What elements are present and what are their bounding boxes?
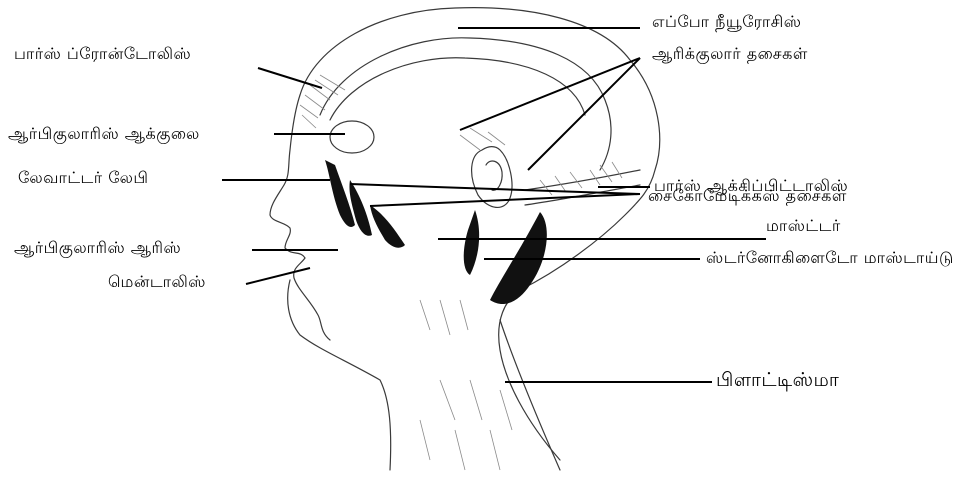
- label-platysma: பிளாட்டிஸ்மா: [716, 370, 839, 390]
- label-mentalis: மென்டாலிஸ்: [108, 272, 206, 292]
- label-epicranial-aponeurosis: எப்போ நீயூரோசிஸ்: [652, 12, 801, 32]
- neck-front: [288, 280, 391, 470]
- face-profile: [270, 95, 330, 340]
- label-zygomaticus: சைகோமேடிக்கஸ் தசைகள்: [648, 186, 847, 206]
- masseter-dark: [370, 205, 405, 248]
- label-sternocleidomastoid: ஸ்டர்னோகிளைடோ மாஸ்டாய்டு: [706, 248, 954, 268]
- masseter-lower-dark: [464, 210, 479, 275]
- label-orbicularis-oculi: ஆர்பிகுலாரிஸ் ஆக்குலை: [8, 124, 200, 144]
- zygomatic-dark: [349, 180, 372, 236]
- label-auricular-muscles: ஆரிக்குலார் தசைகள்: [652, 44, 808, 64]
- neck-back: [500, 320, 560, 470]
- label-masseter: மாஸ்ட்டர்: [766, 216, 841, 236]
- ear-outline: [472, 147, 512, 208]
- label-levator-labii: லேவாட்டர் லேபி: [18, 168, 148, 188]
- label-frontalis: பார்ஸ் ப்ரோன்டோலிஸ்: [14, 44, 191, 64]
- label-orbicularis-oris: ஆர்பிகுலாரிஸ் ஆரிஸ்: [14, 238, 181, 258]
- head-outline: [300, 8, 660, 460]
